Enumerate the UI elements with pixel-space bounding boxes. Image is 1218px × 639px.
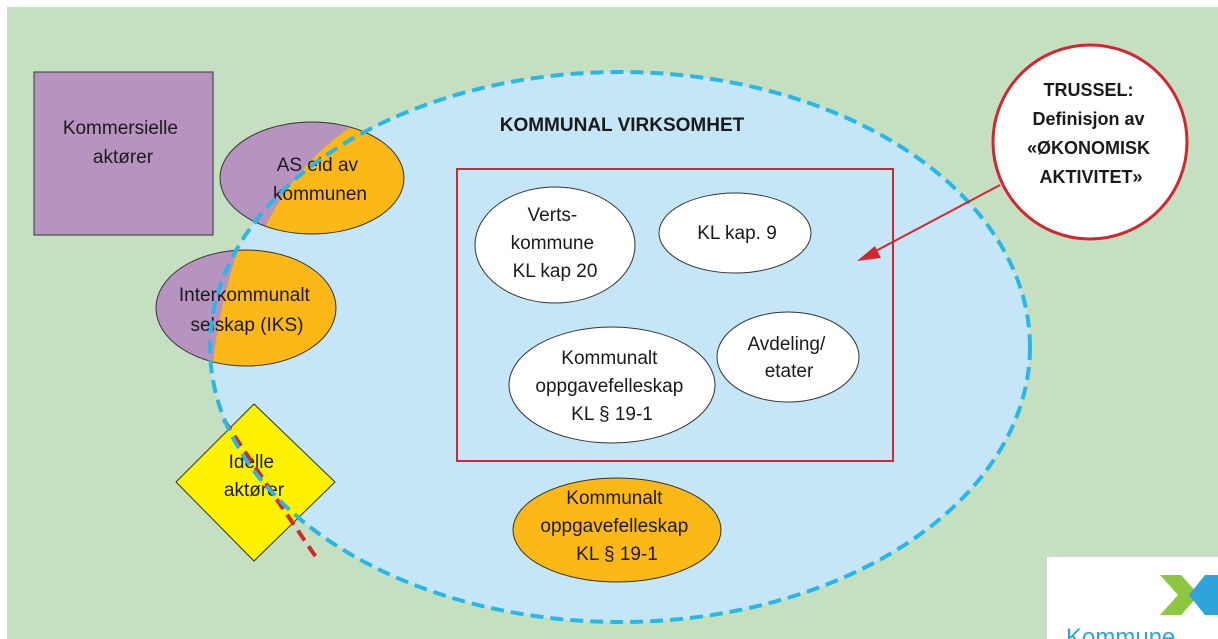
- svg-text:TRUSSEL: Definisjon av: TRUSSEL: Definisjon av «ØKONOMISK AKTIVI…: [1027, 80, 1155, 187]
- host-municipality-ellipse: [474, 186, 636, 304]
- municipal-cooperation-inner-line2: oppgavefelleskap: [535, 376, 683, 397]
- threat-arrow: [857, 184, 1001, 261]
- iks-ellipse: [155, 249, 337, 367]
- threat-line3: «ØKONOMISK: [1027, 138, 1150, 158]
- threat-circle: [991, 43, 1189, 241]
- municipal-cooperation-outer-line2: oppgavefelleskap: [540, 516, 688, 537]
- ideal-actors-diamond: [175, 403, 336, 562]
- commercial-actors-line1: Kommersielle: [63, 118, 178, 139]
- municipal-cooperation-inner-line3: KL § 19-1: [571, 404, 653, 425]
- departments-line2: etater: [765, 361, 814, 382]
- host-municipality-line3: KL kap 20: [513, 261, 598, 282]
- municipal-activity-title: KOMMUNAL VIRKSOMHET: [500, 115, 745, 136]
- ideal-actors-line1: Idelle: [229, 452, 274, 473]
- threat-line4: AKTIVITET»: [1039, 167, 1142, 187]
- as-owned-line1: AS eid av: [277, 155, 359, 176]
- ideal-actors-line2: aktører: [224, 480, 285, 501]
- kl-chapter9-label: KL kap. 9: [697, 223, 777, 244]
- svg-text:Verts- kommune KL kap: Verts- kommune KL kap 20: [511, 205, 600, 282]
- municipal-cooperation-inner-ellipse: [508, 326, 716, 444]
- iks-line1: Interkommunalt: [179, 285, 311, 306]
- departments-ellipse: [716, 311, 860, 403]
- as-owned-ellipse: [219, 121, 405, 235]
- host-municipality-line1: Verts-: [528, 205, 578, 226]
- logo-green-chevron-icon: [1160, 575, 1199, 615]
- logo-blue-chevron-icon: [1189, 575, 1218, 615]
- svg-text:Avdeling/ etater: Avdeling/ etater: [747, 334, 830, 382]
- commercial-actors-box: [33, 71, 214, 236]
- municipal-cooperation-inner-line1: Kommunalt: [561, 348, 658, 369]
- kl-chapter9-ellipse: [658, 192, 812, 274]
- municipal-cooperation-outer-ellipse: [512, 477, 722, 583]
- municipal-cooperation-outer-line3: KL § 19-1: [576, 544, 658, 565]
- threat-line2: Definisjon av: [1032, 109, 1144, 129]
- svg-text:Kommersielle aktører: Kommersielle aktører: [63, 118, 183, 168]
- logo: Kommune: [1047, 557, 1218, 639]
- svg-text:Kommunalt oppgavefelleskap: Kommunalt oppgavefelleskap KL § 19-1: [540, 488, 693, 565]
- municipal-cooperation-outer-line1: Kommunalt: [566, 488, 663, 509]
- svg-text:Kommunalt oppgavefelleskap: Kommunalt oppgavefelleskap KL § 19-1: [535, 348, 688, 425]
- commercial-actors-line2: aktører: [93, 147, 154, 168]
- logo-text: Kommune: [1066, 624, 1175, 639]
- iks-line2: selskap (IKS): [191, 315, 304, 336]
- municipal-activity-border: [208, 70, 1032, 624]
- svg-text:Interkommunalt selskap (IK: Interkommunalt selskap (IKS): [179, 285, 315, 336]
- threat-line1: TRUSSEL:: [1043, 80, 1133, 100]
- host-municipality-line2: kommune: [511, 233, 594, 254]
- svg-text:AS eid av kommunen: AS eid av kommunen: [273, 155, 367, 205]
- as-owned-line2: kommunen: [273, 184, 367, 205]
- departments-line1: Avdeling/: [747, 334, 826, 355]
- economic-activity-frame: [456, 168, 894, 462]
